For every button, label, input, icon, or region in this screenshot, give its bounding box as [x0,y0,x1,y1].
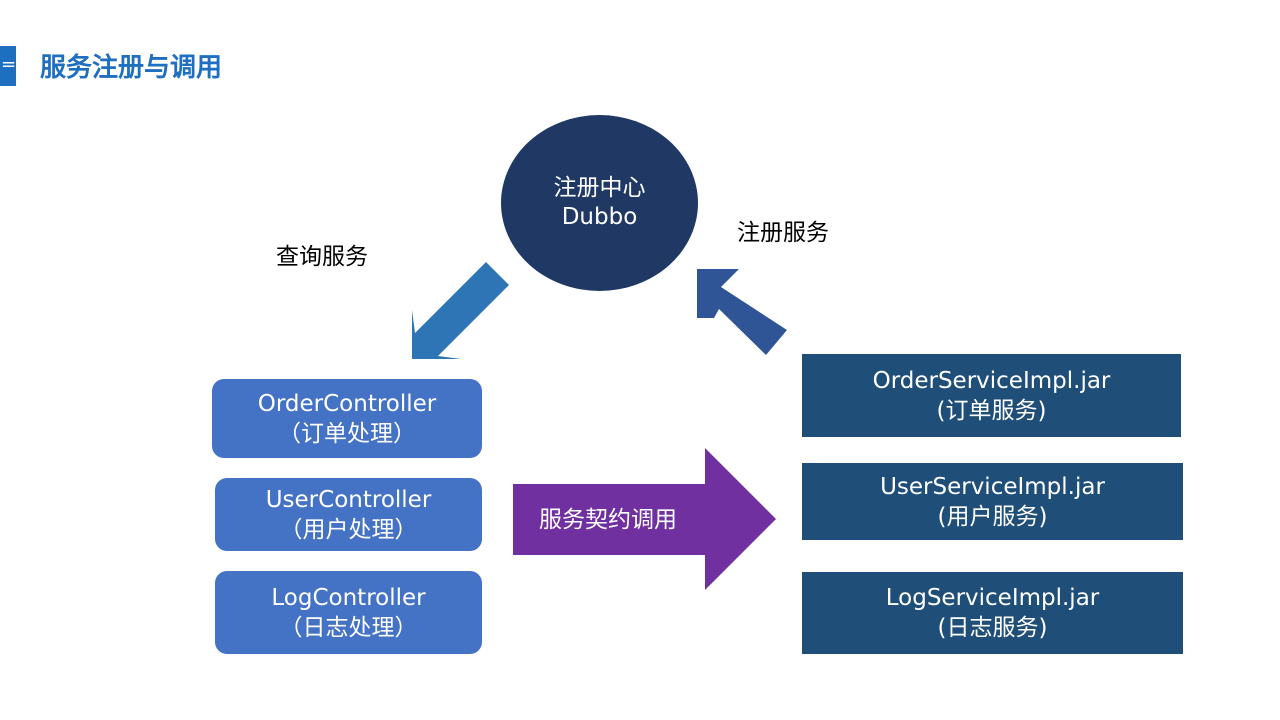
log-controller-name: LogController [271,584,426,611]
registry-title: 注册中心 [553,175,646,201]
log-service-desc: (日志服务) [937,615,1048,641]
page-title: 服务注册与调用 [40,53,223,83]
register-service-label: 注册服务 [737,220,829,246]
user-controller-desc: （用户处理） [279,516,418,543]
order-service-box: OrderServiceImpl.jar (订单服务) [802,354,1181,437]
log-controller-desc: （日志处理） [279,614,418,641]
registry-subtitle: Dubbo [561,204,638,230]
user-controller-name: UserController [265,486,432,513]
user-service-box: UserServiceImpl.jar (用户服务) [802,463,1183,540]
query-arrow [412,262,509,359]
contract-arrow [513,448,776,590]
order-controller-name: OrderController [257,390,437,417]
user-service-name: UserServiceImpl.jar [880,473,1105,500]
order-service-name: OrderServiceImpl.jar [872,367,1111,394]
title-marker-glyph: = [1,54,17,75]
log-service-name: LogServiceImpl.jar [885,585,1100,611]
order-service-desc: (订单服务) [936,397,1047,424]
order-controller-desc: （订单处理） [278,420,416,447]
query-service-label: 查询服务 [276,244,368,270]
order-controller-box: OrderController （订单处理） [212,379,482,458]
title-marker: = [0,46,16,86]
log-controller-box: LogController （日志处理） [215,571,482,654]
user-controller-box: UserController （用户处理） [215,478,482,551]
log-service-box: LogServiceImpl.jar (日志服务) [802,572,1183,654]
user-service-desc: (用户服务) [937,503,1048,530]
register-arrow [697,269,787,355]
registry-center-node: 注册中心 Dubbo [501,115,698,291]
contract-call-label: 服务契约调用 [539,507,677,533]
